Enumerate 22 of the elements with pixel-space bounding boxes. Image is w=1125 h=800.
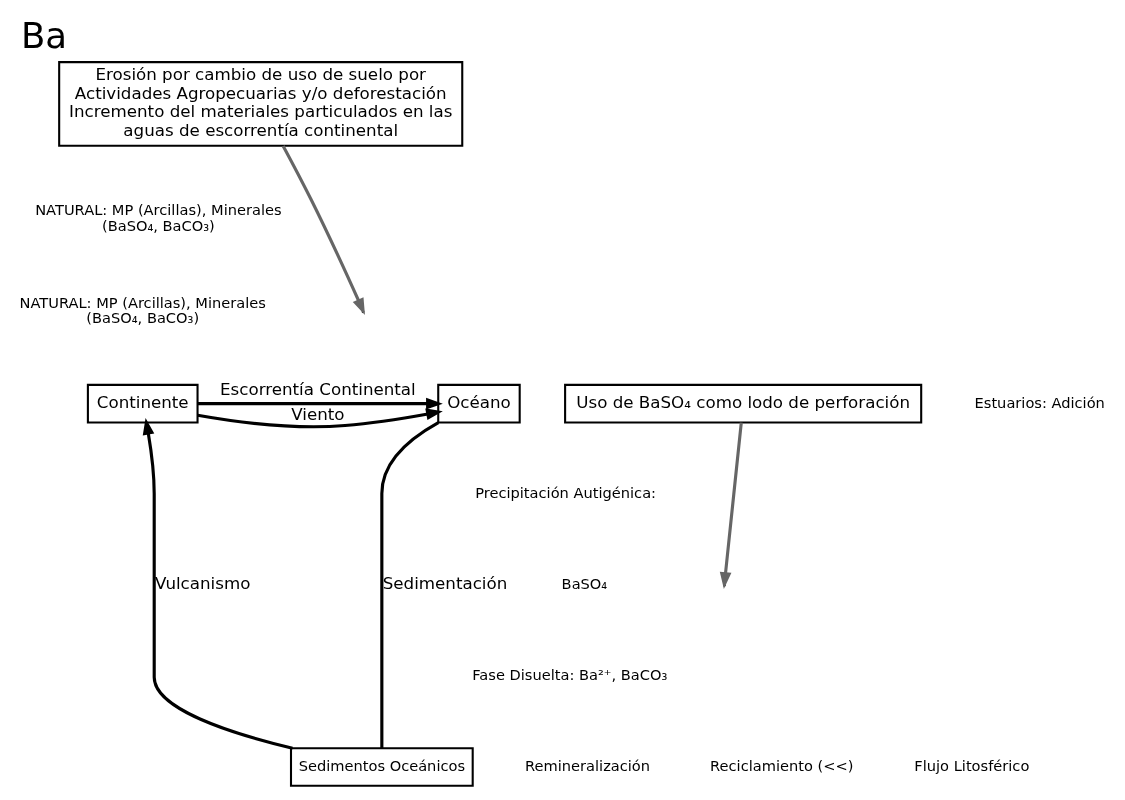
arrow xyxy=(197,408,443,428)
edge-label: Sedimentación xyxy=(382,572,508,593)
edge-label: Escorrentía Continental xyxy=(220,378,416,399)
arrow xyxy=(197,397,443,409)
node-box: Erosión por cambio de uso de suelo por Actividades Agropecuarias y/o deforestación Incremento del materiales particulados en las aguas de escorrentía continental xyxy=(58,60,464,147)
node-box: Continente xyxy=(86,383,199,423)
label: Precipitación Autigénica: xyxy=(475,483,657,501)
label: Remineralización xyxy=(525,756,651,774)
edge-label: Viento xyxy=(291,403,345,424)
label: Flujo Litosférico xyxy=(914,756,1030,774)
node-box: Uso de BaSO₄ como lodo de perforación xyxy=(564,383,923,423)
node-box: Océano xyxy=(437,383,521,423)
label: BaSO₄ xyxy=(561,574,608,592)
label: NATURAL: MP (Arcillas), Minerales (BaSO₄, BaCO₃) xyxy=(35,200,282,233)
diagram-title: Ba xyxy=(20,14,68,56)
label: NATURAL: MP (Arcillas), Minerales (BaSO₄, BaCO₃) xyxy=(19,293,266,326)
label: Fase Disuelta: Ba²⁺, BaCO₃ xyxy=(472,665,668,683)
node-box: Sedimentos Oceánicos xyxy=(289,746,474,787)
connector xyxy=(380,420,440,748)
label: Reciclamiento (<<) xyxy=(710,756,854,774)
arrow xyxy=(142,417,293,750)
label: Estuarios: Adición xyxy=(974,393,1105,410)
